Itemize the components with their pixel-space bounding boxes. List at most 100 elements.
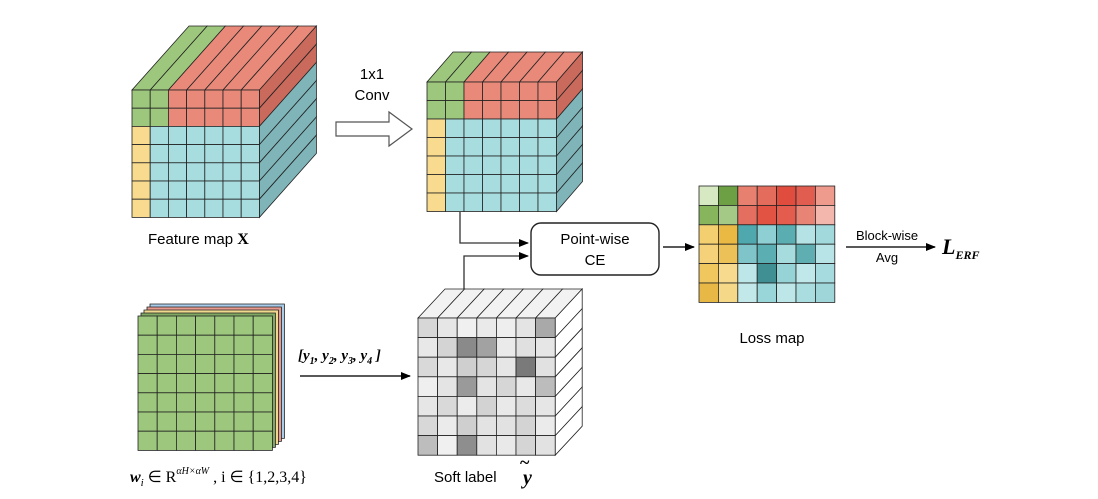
soft-label-cell bbox=[495, 376, 517, 397]
cube-front-cell bbox=[149, 89, 169, 109]
cube-front-cell bbox=[519, 192, 539, 212]
loss-cell bbox=[756, 224, 778, 245]
cube-front-cell bbox=[204, 144, 224, 164]
loss-cell bbox=[756, 282, 778, 303]
soft-label-cell bbox=[476, 356, 497, 378]
soft-label-cell bbox=[437, 395, 458, 417]
weight-cell bbox=[214, 315, 235, 336]
cube-front-cell bbox=[149, 198, 169, 218]
loss-cell bbox=[698, 204, 719, 226]
soft-label-cell bbox=[515, 317, 537, 339]
weight-cell bbox=[233, 353, 254, 374]
cube-front-cell bbox=[426, 174, 446, 194]
weight-cell bbox=[214, 392, 235, 413]
pointwise-ce-box bbox=[530, 222, 660, 276]
cube-front-cell bbox=[500, 100, 520, 120]
weight-cell bbox=[195, 411, 216, 432]
weight-cell bbox=[252, 392, 273, 413]
cube-front-cell bbox=[167, 126, 187, 146]
loss-cell bbox=[795, 224, 816, 245]
weight-cell bbox=[156, 334, 177, 355]
cube-front-cell bbox=[445, 81, 465, 101]
soft-label-cell bbox=[437, 317, 458, 339]
cube-front-cell bbox=[204, 107, 224, 127]
cube-front-cell bbox=[222, 162, 242, 182]
cube-front-cell bbox=[204, 198, 224, 218]
weight-cell bbox=[156, 392, 177, 413]
soft-label-symbol: y bbox=[521, 467, 532, 489]
soft-label-cell bbox=[417, 376, 439, 397]
cube-front-cell bbox=[240, 89, 260, 109]
loss-map-grid bbox=[698, 185, 836, 303]
cube-front-cell bbox=[537, 100, 557, 120]
cube-front-cell bbox=[222, 180, 242, 200]
cube-front-cell bbox=[426, 192, 446, 212]
weight-cell bbox=[137, 430, 158, 451]
soft-label-cell bbox=[456, 337, 478, 358]
loss-cell bbox=[795, 185, 816, 206]
weight-cell bbox=[175, 334, 196, 355]
cube-front-cell bbox=[222, 144, 242, 164]
loss-cell bbox=[815, 263, 836, 284]
weight-cell bbox=[195, 334, 216, 355]
cube-front-cell bbox=[222, 89, 242, 109]
cube-front-cell bbox=[537, 192, 557, 212]
cube-front-cell bbox=[482, 192, 502, 212]
loss-cell bbox=[776, 282, 797, 303]
cube-front-cell bbox=[167, 107, 187, 127]
soft-label-cell bbox=[476, 317, 497, 339]
cube-front-cell bbox=[167, 162, 187, 182]
blockwise-label-line1: Block-wise bbox=[856, 228, 918, 243]
soft-label-cell bbox=[495, 415, 517, 437]
cube-front-cell bbox=[426, 81, 446, 101]
l-erf-symbol: LERF bbox=[941, 234, 979, 262]
cube-front-cell bbox=[537, 118, 557, 138]
loss-cell bbox=[795, 243, 816, 264]
loss-cell bbox=[815, 243, 836, 264]
soft-label-cell bbox=[456, 317, 478, 339]
cube-front-cell bbox=[167, 198, 187, 218]
cube-front-cell bbox=[537, 155, 557, 175]
weight-cell bbox=[137, 411, 158, 432]
cube-front-cell bbox=[186, 107, 206, 127]
loss-cell bbox=[737, 204, 758, 226]
loss-cell bbox=[698, 263, 719, 284]
weight-cell bbox=[195, 353, 216, 374]
soft-label-cell bbox=[535, 317, 556, 339]
cube-front-cell bbox=[426, 100, 446, 120]
cube-front-cell bbox=[149, 144, 169, 164]
cube-front-cell bbox=[500, 174, 520, 194]
soft-label-cell bbox=[535, 395, 556, 417]
soft-label-text: Soft label bbox=[434, 469, 497, 486]
soft-label-cube bbox=[417, 287, 584, 457]
weight-cell bbox=[233, 411, 254, 432]
loss-cell bbox=[737, 282, 758, 303]
cube-front-cell bbox=[519, 81, 539, 101]
weight-cell bbox=[195, 315, 216, 336]
soft-label-tilde: ~ bbox=[520, 452, 530, 472]
weight-cell bbox=[214, 373, 235, 394]
cube-front-cell bbox=[186, 180, 206, 200]
cube-front-cell bbox=[240, 198, 260, 218]
soft-label-cell bbox=[535, 376, 556, 397]
soft-label-cell bbox=[456, 376, 478, 397]
loss-map-label: Loss map bbox=[739, 330, 804, 347]
weight-cell bbox=[137, 392, 158, 413]
cube-front-cell bbox=[186, 126, 206, 146]
soft-label-cell bbox=[417, 317, 439, 339]
cube-front-cell bbox=[463, 174, 483, 194]
cube-front-cell bbox=[186, 162, 206, 182]
loss-cell bbox=[756, 185, 778, 206]
soft-label-cell bbox=[495, 435, 517, 456]
weight-cell bbox=[175, 373, 196, 394]
cube-front-cell bbox=[131, 89, 151, 109]
loss-cell bbox=[815, 224, 836, 245]
cube-front-cell bbox=[445, 174, 465, 194]
loss-cell bbox=[737, 263, 758, 284]
cube-front-cell bbox=[240, 107, 260, 127]
loss-cell bbox=[815, 282, 836, 303]
cube-front-cell bbox=[482, 100, 502, 120]
loss-cell bbox=[718, 243, 739, 264]
cube-front-cell bbox=[500, 137, 520, 157]
cube-front-cell bbox=[131, 198, 151, 218]
